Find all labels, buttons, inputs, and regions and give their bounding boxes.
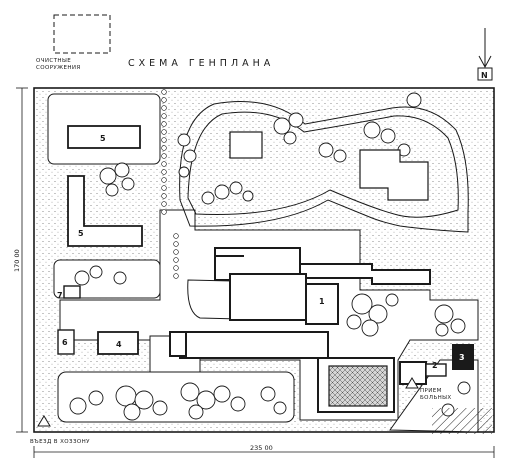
- building-6-number: 6: [62, 338, 68, 347]
- vertical-dimension-line: [16, 87, 28, 433]
- treatment-facilities-label-1: ОЧИСТНЫЕ: [36, 58, 71, 64]
- trees: [69, 92, 471, 421]
- building-3-number: 3: [459, 353, 465, 362]
- parking-area: [432, 408, 492, 434]
- building-5-top-number: 5: [100, 134, 106, 143]
- north-label: N: [481, 71, 488, 80]
- entrance-triangle-icon: [37, 415, 51, 427]
- building-4-number: 4: [116, 340, 122, 349]
- building-1-number: 1: [319, 297, 325, 306]
- building-2-number: 2: [432, 361, 438, 370]
- entrance-triangle-icon: [405, 377, 419, 389]
- north-arrow-icon: [477, 28, 493, 81]
- patients-entrance-label-1: ПРИЕМ: [420, 388, 442, 394]
- building-3: [452, 344, 474, 370]
- horizontal-dimension-value: 235 00: [250, 444, 273, 452]
- building-5-lshape: [67, 175, 143, 247]
- building-6: [57, 329, 75, 355]
- hedges: [161, 89, 179, 279]
- building-5-lshape-number: 5: [78, 229, 84, 238]
- courtyard-hatched: [328, 365, 388, 407]
- building-4: [97, 331, 139, 355]
- horizontal-dimension-line: [33, 446, 495, 458]
- utility-entrance-label: ВЪЕЗД В ХОЗЗОНУ: [30, 439, 90, 445]
- building-7: [63, 285, 81, 299]
- building-2: [425, 363, 447, 377]
- garden-path-loop: [179, 101, 469, 233]
- treatment-facilities-label-2: СООРУЖЕНИЯ: [36, 65, 81, 71]
- building-7-number: 7: [57, 291, 63, 300]
- treatment-facilities-outline: [53, 14, 111, 54]
- patients-entrance-label-2: БОЛЬНЫХ: [420, 395, 452, 401]
- building-5-top: [67, 125, 141, 149]
- vertical-dimension-value: 170 00: [13, 249, 21, 272]
- plan-title: СХЕМА ГЕНПЛАНА: [128, 58, 274, 69]
- garden-buildings: [229, 131, 429, 201]
